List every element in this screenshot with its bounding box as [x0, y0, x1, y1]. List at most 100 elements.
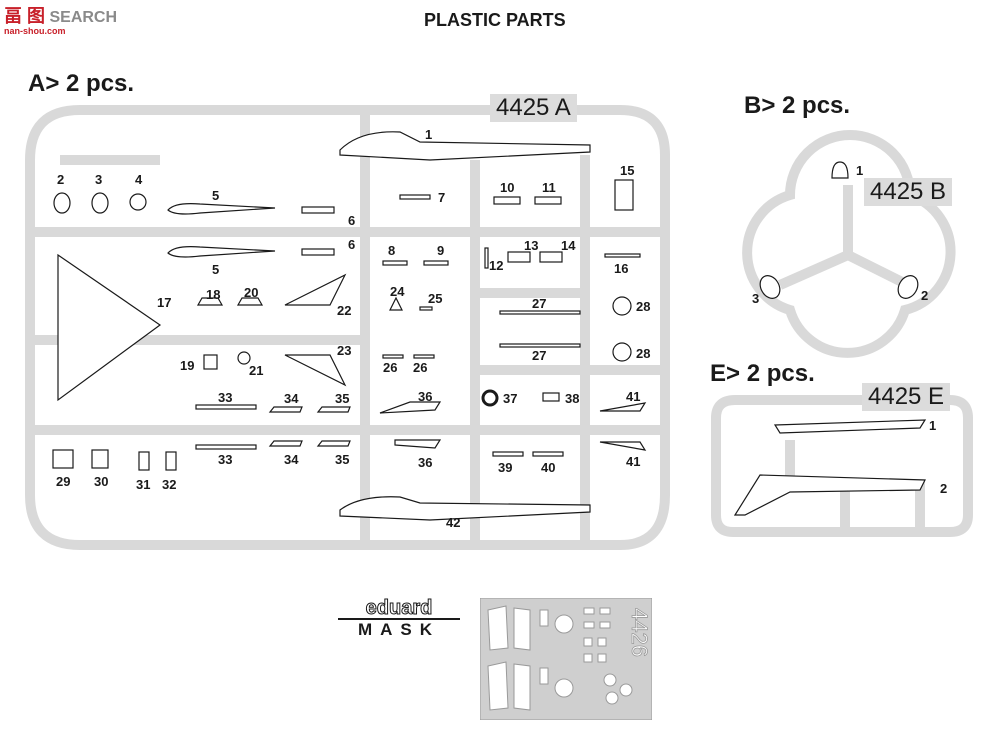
part-a7 [399, 194, 431, 200]
part-a18 [196, 297, 224, 306]
part-label-a41-lower: 41 [626, 454, 641, 469]
part-a21 [237, 351, 251, 365]
part-label-a34-lower: 34 [284, 452, 299, 467]
part-label-a16: 16 [614, 261, 629, 276]
part-label-a17: 17 [157, 295, 172, 310]
mask-cutout-14 [583, 621, 595, 629]
part-label-a3: 3 [95, 172, 103, 187]
sprue-a-label: A> 2 pcs. [28, 70, 135, 97]
part-b3 [759, 275, 781, 299]
part-a32 [165, 451, 177, 471]
mask-cutout-5 [554, 614, 574, 634]
part-a19 [203, 354, 218, 370]
part-a34-lower [268, 440, 303, 447]
part-label-a42: 42 [446, 515, 461, 530]
watermark-site: nan-shou.com [4, 26, 66, 36]
part-label-a19: 19 [180, 358, 195, 373]
mask-code: 4426 [627, 608, 652, 657]
part-a22-fin [284, 273, 347, 306]
sprue-a-code: 4425 A [490, 94, 577, 122]
part-a10 [493, 196, 521, 205]
part-label-b2: 2 [921, 288, 929, 303]
eduard-logo: eduard MASK [338, 598, 460, 640]
part-label-a14: 14 [561, 238, 576, 253]
part-a34-upper [268, 406, 303, 413]
sprue-e-code: 4425 E [862, 383, 951, 411]
part-a40 [532, 451, 564, 457]
part-label-a9: 9 [437, 243, 445, 258]
part-a31 [138, 451, 150, 471]
part-a4 [129, 193, 147, 211]
part-label-a35-lower: 35 [335, 452, 350, 467]
mask-cutout-8 [539, 667, 549, 685]
part-label-a24: 24 [390, 284, 405, 299]
part-a42-fuselage-half [339, 496, 591, 521]
part-label-a40: 40 [541, 460, 556, 475]
part-a9 [423, 260, 449, 266]
part-label-e1: 1 [929, 418, 937, 433]
part-a6-lower [301, 248, 335, 256]
part-label-a10: 10 [500, 180, 515, 195]
part-b1 [831, 161, 849, 179]
part-a6-upper [301, 206, 335, 214]
part-a25 [419, 306, 433, 311]
watermark-text: SEARCH [49, 9, 118, 26]
part-a3 [91, 192, 109, 214]
part-label-a33-upper: 33 [218, 390, 233, 405]
sprue-e-outer-runner [711, 395, 973, 537]
part-label-a5-lower: 5 [212, 262, 220, 277]
part-label-a30: 30 [94, 474, 109, 489]
sprue-b-outer-runner [742, 130, 956, 358]
part-label-a29: 29 [56, 474, 71, 489]
part-a8 [382, 260, 408, 266]
part-label-a31: 31 [136, 477, 151, 492]
mask-cutout-6 [554, 678, 574, 698]
part-a36-lower [394, 439, 442, 449]
part-label-a7: 7 [438, 190, 446, 205]
part-a36-upper [379, 401, 442, 414]
part-label-a1: 1 [425, 127, 433, 142]
watermark-logo: 畐 图 SEARCH [4, 2, 117, 28]
part-a41-upper [599, 402, 647, 412]
part-label-a41-upper: 41 [626, 389, 641, 404]
part-label-a33-lower: 33 [218, 452, 233, 467]
part-a23-fin [284, 354, 347, 387]
mask-cutout-19 [597, 653, 607, 663]
part-a26-left [382, 354, 404, 359]
part-label-a21: 21 [249, 363, 264, 378]
watermark-logo-chars: 畐 图 [4, 6, 46, 26]
part-a28-wheel-upper [612, 296, 632, 316]
part-a27-lower [499, 343, 581, 348]
part-label-b1: 1 [856, 163, 864, 178]
part-a1-fuselage-half [339, 131, 591, 161]
sprue-b-spoke-3 [845, 250, 911, 290]
part-a13 [507, 251, 531, 263]
part-a37-ring [481, 389, 499, 407]
mask-cutout-1 [487, 605, 509, 651]
part-a12 [484, 247, 489, 269]
part-label-a27-lower: 27 [532, 348, 547, 363]
part-label-a12: 12 [489, 258, 504, 273]
part-a30 [91, 449, 109, 469]
part-label-a32: 32 [162, 477, 177, 492]
part-a33-missile-lower [195, 444, 257, 450]
part-label-a38: 38 [565, 391, 580, 406]
part-label-a28-lower: 28 [636, 346, 651, 361]
mask-cutout-2 [513, 607, 531, 651]
mask-cutout-4 [513, 663, 531, 711]
part-label-a11: 11 [542, 180, 556, 195]
part-label-a4: 4 [135, 172, 143, 187]
part-label-b3: 3 [752, 291, 760, 306]
sprue-b-code: 4425 B [864, 178, 953, 206]
mask-cutout-16 [583, 637, 593, 647]
part-label-a22: 22 [337, 303, 352, 318]
part-label-a34-upper: 34 [284, 391, 299, 406]
part-label-a20: 20 [244, 285, 259, 300]
part-label-a23: 23 [337, 343, 352, 358]
part-e2 [733, 474, 926, 516]
part-label-a2: 2 [57, 172, 65, 187]
sprue-a-outer-runner [25, 105, 670, 550]
part-label-a6-lower: 6 [348, 237, 356, 252]
eduard-logo-product: MASK [357, 620, 441, 639]
